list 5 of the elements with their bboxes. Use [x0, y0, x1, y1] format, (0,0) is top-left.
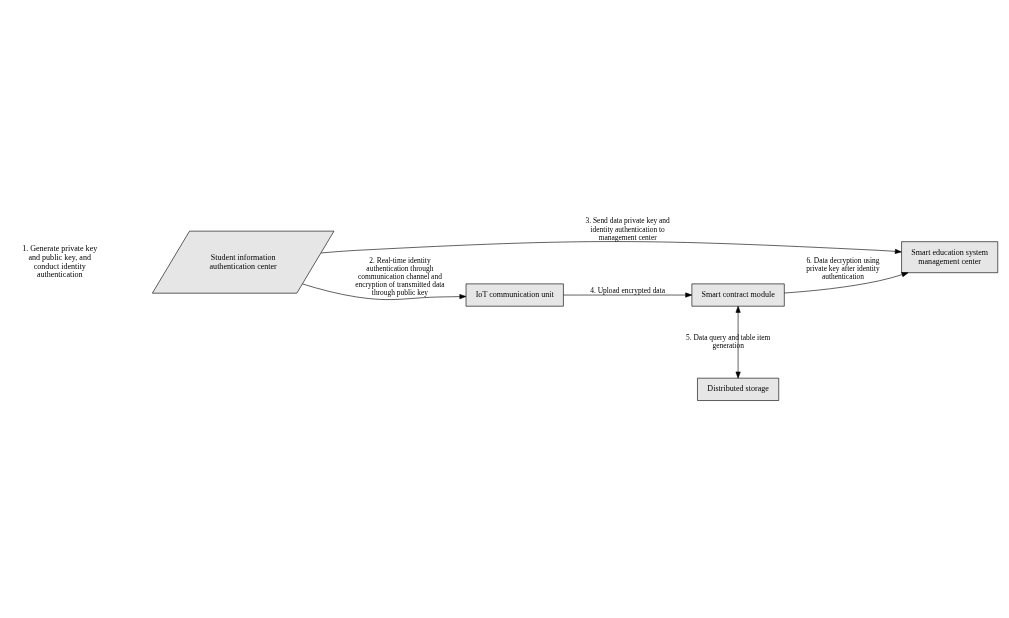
arrow	[562, 292, 692, 298]
arrow	[783, 272, 908, 294]
arrow	[301, 283, 466, 300]
arrow	[320, 241, 902, 254]
arrow	[735, 305, 741, 379]
